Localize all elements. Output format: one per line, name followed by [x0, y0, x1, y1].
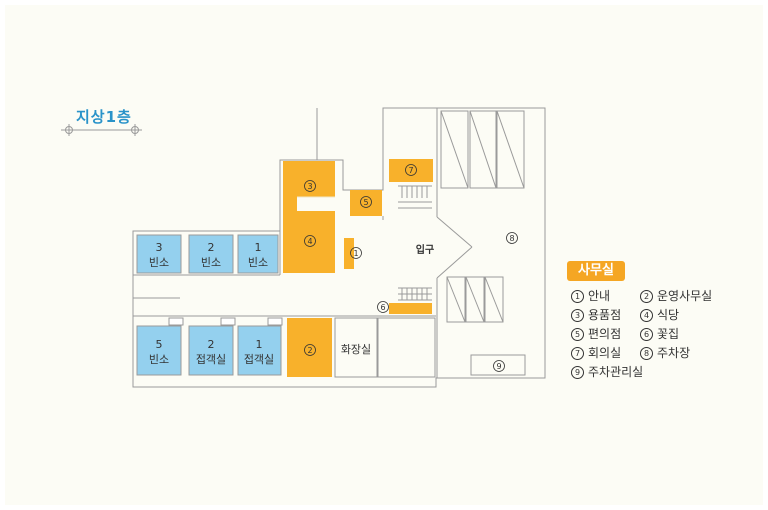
parking-space	[465, 276, 485, 323]
section-badge: 사무실	[567, 261, 625, 281]
entrance-wall	[436, 246, 473, 279]
marker-6-label: 6	[380, 303, 385, 312]
legend-label: 편의점	[588, 327, 622, 341]
reception-room-2-label: 접객실	[196, 353, 226, 366]
parking-space-slash	[440, 110, 469, 189]
reception-room-1-num: 1	[256, 338, 263, 351]
vacant-room-1-num: 1	[255, 241, 262, 254]
entrance-label: 입구	[416, 243, 434, 256]
legend-num: 8	[640, 347, 653, 360]
door-marker	[168, 317, 184, 326]
parking-space-slash	[465, 276, 485, 323]
legend-num: 2	[640, 290, 653, 303]
legend-label: 안내	[588, 289, 611, 303]
legend-item: 2 운영사무실	[640, 287, 712, 304]
legend-num: 3	[571, 309, 584, 322]
marker-5-icon	[360, 196, 372, 208]
parking-space	[469, 110, 497, 189]
vacant-room-1	[237, 234, 279, 274]
marker-1-icon	[350, 247, 362, 259]
legend-label: 운영사무실	[657, 289, 713, 303]
parking-space-slash	[469, 110, 497, 189]
legend-num: 9	[571, 366, 584, 379]
door-marker	[220, 317, 236, 326]
vacant-room-2-num: 2	[208, 241, 215, 254]
marker-6-icon	[377, 301, 389, 313]
room-box	[377, 317, 436, 378]
legend-num: 1	[571, 290, 584, 303]
parking-space-slash	[446, 276, 466, 323]
store-room-3	[283, 161, 335, 197]
marker-1-label: 1	[353, 249, 358, 258]
marker-4-label: 4	[307, 237, 312, 246]
restaurant-room-4	[283, 197, 335, 273]
legend-item: 5 편의점	[571, 325, 621, 342]
parking-space	[440, 110, 469, 189]
marker-8-icon	[506, 232, 518, 244]
parking-space-slash	[484, 276, 504, 323]
operations-office-2	[287, 318, 332, 377]
legend-num: 5	[571, 328, 584, 341]
marker-4-icon	[304, 235, 316, 247]
marker-9-label: 9	[496, 362, 501, 371]
legend-item: 8 주차장	[640, 344, 690, 361]
legend-num: 7	[571, 347, 584, 360]
legend-item: 4 식당	[640, 306, 679, 323]
vacant-room-3-label: 빈소	[149, 256, 169, 269]
legend-label: 회의실	[588, 346, 622, 360]
page-background	[5, 5, 763, 505]
legend-label: 용품점	[588, 308, 622, 322]
door-marker	[267, 317, 283, 326]
legend-item: 7 회의실	[571, 344, 621, 361]
info-desk-1	[344, 238, 354, 269]
reception-room-1	[237, 325, 282, 376]
reception-room-1-label: 접객실	[244, 353, 274, 366]
parking-space	[484, 276, 504, 323]
legend-item: 6 꽃집	[640, 325, 679, 342]
parking-space	[496, 110, 525, 189]
legend-item: 3 용품점	[571, 306, 621, 323]
reception-room-2-num: 2	[208, 338, 215, 351]
marker-3-icon	[304, 180, 316, 192]
vacant-room-3	[136, 234, 182, 274]
vacant-room-5-label: 빈소	[149, 353, 169, 366]
legend-item: 1 안내	[571, 287, 610, 304]
legend-label: 주차관리실	[588, 365, 644, 379]
vacant-room-2-label: 빈소	[201, 256, 221, 269]
restroom-label: 화장실	[341, 343, 371, 356]
vacant-room-5	[136, 325, 182, 376]
marker-2-label: 2	[307, 346, 312, 355]
entrance-wall	[436, 216, 473, 248]
floor-title: 지상1층	[76, 108, 132, 126]
marker-9-icon	[493, 360, 505, 372]
marker-2-icon	[304, 344, 316, 356]
legend-num: 6	[640, 328, 653, 341]
legend-label: 주차장	[657, 346, 691, 360]
parking-booth	[470, 354, 526, 376]
flower-shop-6	[389, 303, 432, 314]
legend-label: 꽃집	[657, 327, 680, 341]
parking-space	[446, 276, 466, 323]
marker-8-label: 8	[509, 234, 514, 243]
vacant-room-2	[188, 234, 234, 274]
meeting-room-7	[389, 159, 433, 182]
marker-7-icon	[405, 164, 417, 176]
marker-3-label: 3	[307, 182, 312, 191]
vacant-room-1-label: 빈소	[248, 256, 268, 269]
legend-label: 식당	[657, 308, 680, 322]
legend-item: 9 주차관리실	[571, 363, 643, 380]
marker-5-label: 5	[363, 198, 368, 207]
convenience-store-5	[350, 190, 382, 216]
vacant-room-5-num: 5	[156, 338, 163, 351]
vacant-room-3-num: 3	[156, 241, 163, 254]
parking-space-slash	[496, 110, 525, 189]
marker-7-label: 7	[408, 166, 413, 175]
restroom-room	[334, 317, 378, 378]
reception-room-2	[188, 325, 234, 376]
legend-num: 4	[640, 309, 653, 322]
